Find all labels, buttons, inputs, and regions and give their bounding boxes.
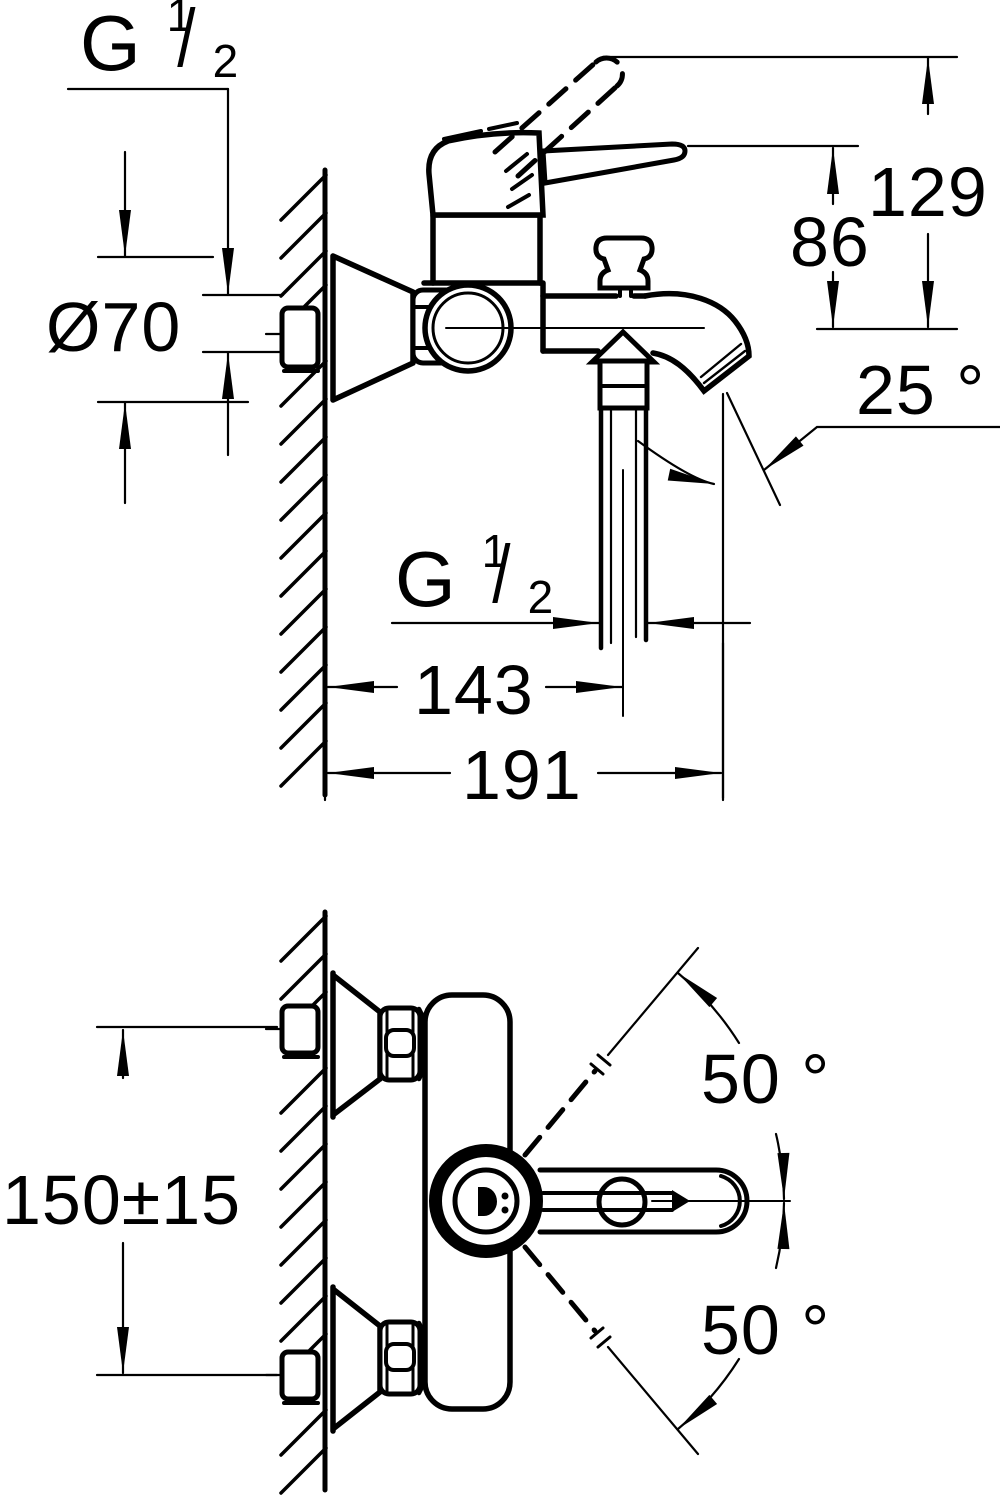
hidden-edge-dashes: [442, 121, 534, 209]
supply-nipple-side: [279, 305, 321, 370]
dome-detail-d: [478, 1187, 497, 1216]
handle-cap: [426, 129, 546, 218]
diverter-cone: [585, 328, 661, 365]
wall-hatching-side: [279, 173, 328, 788]
dim-projection-label: 191: [462, 736, 582, 814]
escutcheon-cone-top-2: [330, 1284, 383, 1434]
lever-raised-dashed: [492, 55, 625, 179]
lever-swing-construction: [522, 946, 790, 1456]
dim-reach: [323, 598, 725, 802]
spout-aerator: [699, 342, 747, 385]
lever-side: [540, 141, 688, 186]
dim-wall-thread: [66, 87, 285, 457]
diverter-knob: [593, 235, 655, 291]
lever-pivot-circle: [596, 1176, 648, 1228]
dim-shower-thread-label: G 1 / 2: [395, 528, 574, 632]
side-view: [66, 55, 1000, 802]
dim-swing-upper-label: 50 °: [701, 1040, 831, 1118]
supply-nipple-top-2: [279, 1349, 321, 1402]
cartridge-column: [430, 212, 543, 286]
dim-connection-spacing-label: 150±15: [2, 1161, 242, 1239]
dim-swing-lower-label: 50 °: [701, 1291, 831, 1369]
dim-flange-diameter-label: Ø70: [46, 288, 182, 366]
escutcheon-cone-top-1: [330, 970, 383, 1120]
escutcheon-cone-side: [330, 253, 416, 403]
dim-lever-height-label: 86: [790, 203, 870, 281]
spout-outline: [642, 290, 752, 395]
dim-flange-diameter: [96, 150, 250, 505]
dim-spout-angle-label: 25 °: [856, 351, 986, 429]
supply-nipple-top-1: [279, 1003, 321, 1056]
dim-raised-lever-height-label: 129: [868, 153, 988, 231]
spout-angle-construction: [636, 391, 1000, 800]
thread-prefix: G: [395, 535, 456, 623]
dim-heights: [601, 55, 959, 331]
dim-wall-thread-label: G 1 / 2: [80, 0, 259, 96]
dim-connection-spacing: [95, 1025, 279, 1377]
thread-prefix: G: [80, 0, 141, 87]
dim-shower-offset-label: 143: [414, 651, 534, 729]
top-view: [95, 909, 791, 1495]
wall-hatching-top: [279, 914, 328, 1495]
